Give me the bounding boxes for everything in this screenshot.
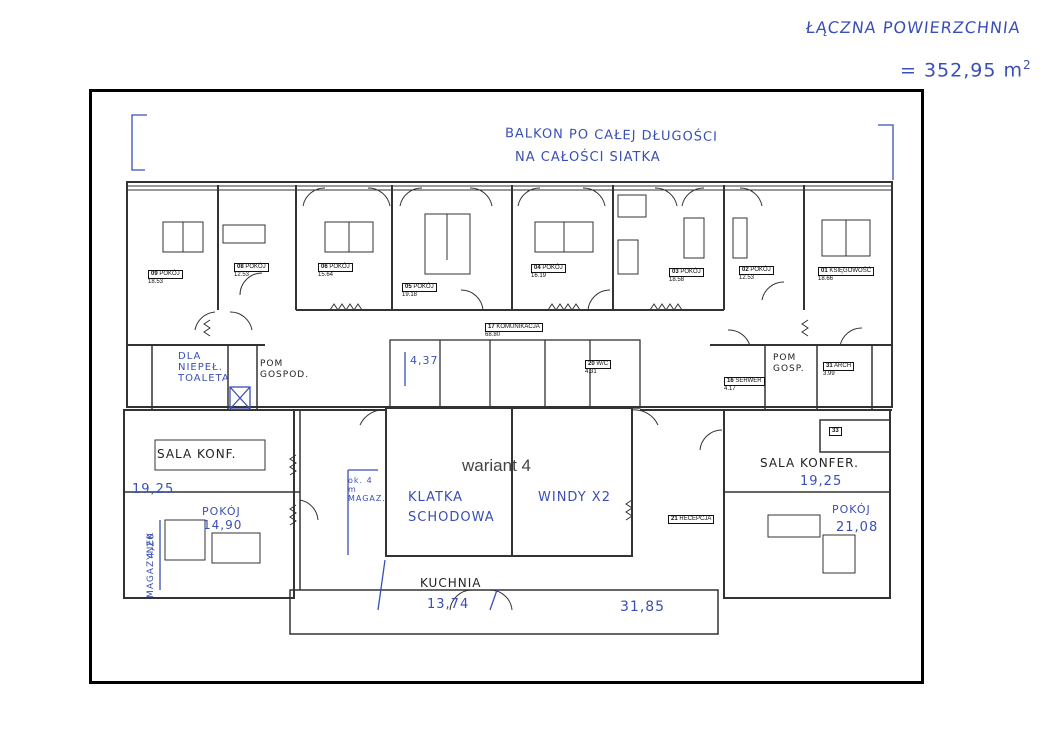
floor-plan-frame <box>89 89 924 684</box>
pom-gospod-annotation: POM GOSPOD. <box>260 359 310 380</box>
room-label-21: 21 RECEPCJA <box>668 515 715 524</box>
area-31-85: 31,85 <box>620 599 666 615</box>
total-area-value: = 352,95 m2 <box>900 58 1032 82</box>
disabled-toilet-annotation: DLA NIEPEŁ. TOALETA <box>178 351 230 384</box>
sala-konf-left-annotation: SALA KONF. <box>157 447 237 461</box>
plan-title: wariant 4 <box>462 456 531 475</box>
room-label-33: 33 <box>829 427 842 436</box>
sala-konfer-right-annotation: SALA KONFER. <box>760 456 859 470</box>
wc-area-annotation: 4,37 <box>410 354 439 367</box>
kuchnia-annotation: KUCHNIA <box>420 576 482 590</box>
balcony-annotation-line2: NA CAŁOŚCI SIATKA <box>515 150 661 165</box>
windy-annotation: WINDY X2 <box>538 490 611 505</box>
area-19-25-right: 19,25 <box>800 474 843 489</box>
area-14-90: 14,90 <box>203 518 243 532</box>
pokoj-right-annotation: POKÓJ <box>832 503 871 516</box>
area-4-20: 4,20 <box>145 532 157 559</box>
klatka-annotation: KLATKA <box>408 490 464 505</box>
area-19-25-left: 19,25 <box>132 482 175 497</box>
area-13-74: 13,74 <box>427 597 470 612</box>
pokoj-left-annotation: POKÓJ <box>202 505 241 518</box>
pom-gosp-right-annotation: POM GOSP. <box>773 353 805 374</box>
schodowa-annotation: SCHODOWA <box>408 510 495 525</box>
area-21-08: 21,08 <box>836 520 879 535</box>
